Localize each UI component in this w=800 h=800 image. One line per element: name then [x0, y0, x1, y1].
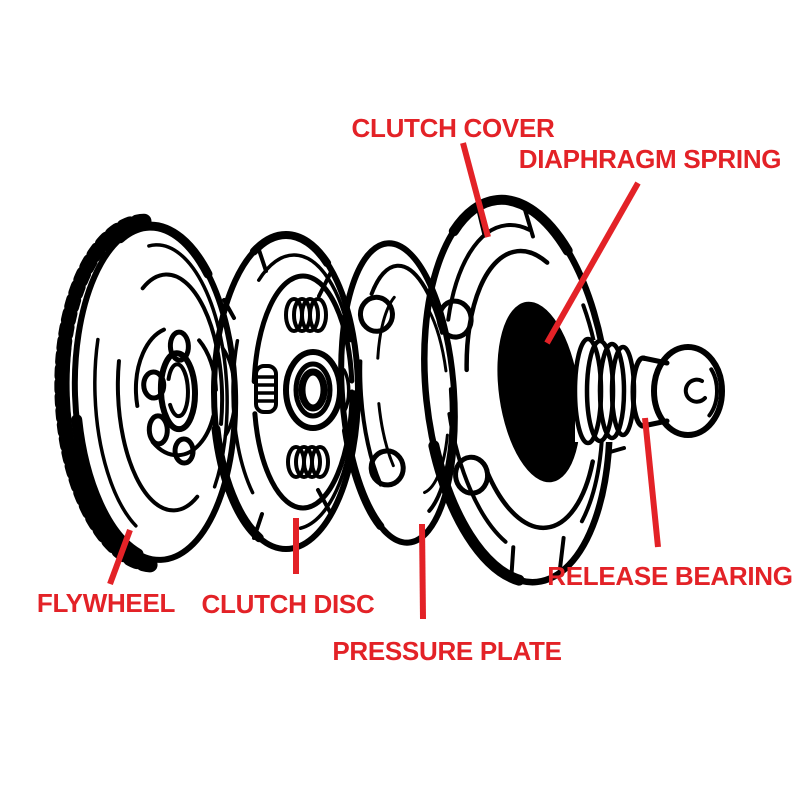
- clutch-cover-lug: [453, 454, 491, 496]
- flywheel-bolt-hole: [146, 413, 170, 447]
- label-clutch-disc: CLUTCH DISC: [201, 589, 375, 619]
- leader-diaphragm-spring: [544, 181, 641, 345]
- diaphragm-spring-opening: [497, 301, 581, 483]
- label-diaphragm-spring: DIAPHRAGM SPRING: [518, 144, 782, 174]
- clutch-cover-lug: [436, 298, 474, 340]
- clutch-disc-damper-spring-bottom: [286, 445, 330, 479]
- leader-pressure-plate: [419, 523, 426, 620]
- release-bearing-cap: [651, 344, 725, 438]
- clutch-disc-drawing: [209, 230, 363, 554]
- label-pressure-plate: PRESSURE PLATE: [332, 636, 562, 666]
- flywheel-ring-gear-teeth: [54, 213, 164, 573]
- label-clutch-cover: CLUTCH COVER: [351, 113, 555, 143]
- flywheel-drawing: [54, 213, 241, 573]
- label-flywheel: FLYWHEEL: [36, 588, 176, 618]
- clutch-disc-damper-spring-left: [254, 364, 278, 414]
- leader-flywheel: [107, 528, 133, 586]
- label-release-bearing: RELEASE BEARING: [547, 561, 793, 591]
- leader-release-bearing: [642, 417, 661, 548]
- pressure-plate-lug: [368, 448, 406, 488]
- flywheel-bolt-hole: [141, 369, 167, 401]
- leader-clutch-cover: [460, 142, 491, 238]
- flywheel-bolt-hole: [172, 436, 196, 466]
- release-bearing-rib: [597, 341, 627, 441]
- flywheel-bolt-hole: [167, 329, 191, 363]
- clutch-disc-facing: [251, 273, 355, 511]
- leader-lines: [107, 142, 661, 620]
- clutch-disc-damper-spring-top: [284, 297, 328, 333]
- pressure-plate-lug: [357, 294, 395, 334]
- pressure-plate-drawing: [337, 239, 459, 547]
- pressure-plate-body: [338, 240, 458, 546]
